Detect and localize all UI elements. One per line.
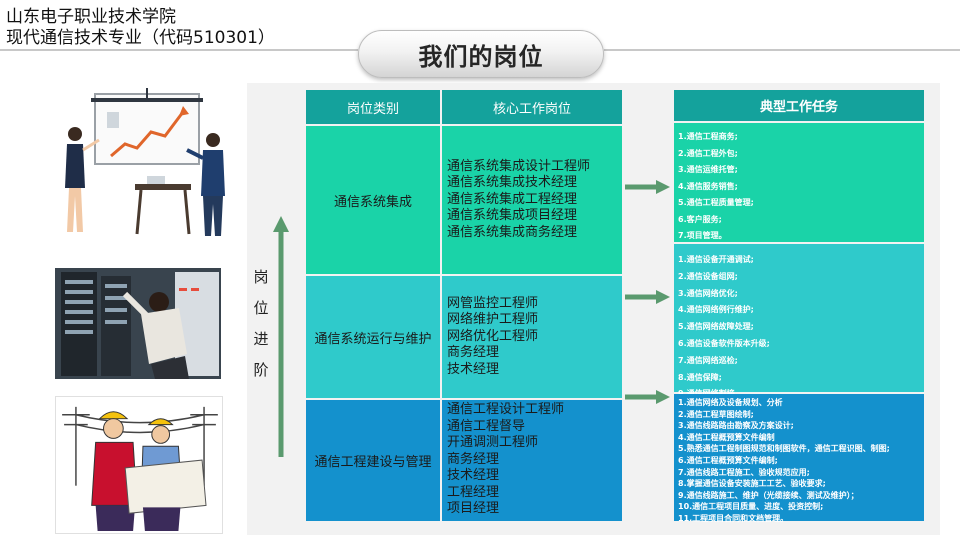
header-divider-left [0, 49, 358, 51]
right-arrow-icon [625, 390, 670, 404]
task-item: 6.通信设备软件版本升级; [678, 338, 770, 348]
task-item: 4.通信工程概预算文件编制 [678, 432, 775, 442]
job-item: 通信系统集成设计工程师 [447, 158, 591, 174]
positions-table: 岗位类别 核心工作岗位 通信系统集成 通信系统集成设计工程师 通信系统集成技术经… [306, 90, 622, 521]
task-item: 9.通信网络割接。 [678, 386, 924, 403]
task-item: 10.通信工程项目质量、进度、投资控制; [678, 502, 824, 512]
right-arrow-icon [625, 180, 670, 194]
job-item: 通信系统集成商务经理 [447, 224, 578, 240]
tasks-header: 典型工作任务 [674, 90, 924, 121]
category-cell: 通信工程建设与管理 [306, 400, 440, 521]
side-label-char: 阶 [253, 361, 269, 379]
task-item: 8.掌握通信设备安装施工工艺、验收要求; [678, 479, 826, 489]
job-item: 通信系统集成工程经理 [447, 191, 578, 207]
header-divider-right [604, 49, 960, 51]
job-item: 网络优化工程师 [447, 328, 539, 344]
task-item: 7.项目管理。 [678, 231, 727, 240]
tasks-group: 1.通信设备开通调试; 2.通信设备组网; 3.通信网络优化; 4.通信网络例行… [674, 244, 924, 398]
category-cell: 通信系统集成 [306, 126, 440, 274]
column-header-core-jobs: 核心工作岗位 [442, 90, 622, 124]
task-item: 9.通信线路施工、维护（光缆接续、测试及维护）； [678, 490, 859, 500]
job-item: 开通调测工程师 [447, 435, 539, 450]
construction-workers-illustration [55, 396, 223, 534]
category-cell: 通信系统运行与维护 [306, 276, 440, 398]
job-item: 通信工程设计工程师 [447, 402, 565, 417]
career-progression-label: 岗 位 进 阶 [252, 262, 270, 386]
job-item: 技术经理 [447, 468, 500, 483]
page-title: 我们的岗位 [358, 30, 604, 78]
side-label-char: 岗 [253, 268, 269, 286]
presentation-illustration [55, 84, 235, 244]
task-item: 1.通信工程商务; [678, 132, 738, 141]
job-item: 网管监控工程师 [447, 295, 539, 311]
major-name: 现代通信技术专业（代码510301） [6, 28, 275, 48]
job-item: 技术经理 [447, 361, 500, 377]
task-item: 2.通信工程外包; [678, 148, 738, 158]
task-item: 3.通信线路路由勘察及方案设计; [678, 421, 794, 431]
job-item: 商务经理 [447, 451, 500, 467]
job-item: 通信系统集成技术经理 [447, 175, 578, 191]
school-name: 山东电子职业技术学院 [6, 7, 176, 27]
task-item: 5.通信网络故障处理; [678, 322, 754, 332]
job-item: 工程经理 [447, 484, 500, 500]
task-item: 5.熟悉通信工程制图规范和制图软件，通信工程识图、制图; [678, 444, 890, 454]
task-item: 7.通信网络巡检; [678, 355, 738, 365]
task-item: 6.客户服务; [678, 214, 722, 224]
task-item: 2.通信设备组网; [678, 271, 738, 281]
jobs-cell: 网管监控工程师 网络维护工程师 网络优化工程师 商务经理 技术经理 [442, 276, 622, 398]
tasks-group: 1.通信工程商务; 2.通信工程外包; 3.通信运维托管; 4.通信服务销售; … [674, 123, 924, 242]
up-arrow-icon [273, 216, 289, 457]
task-item: 3.通信运维托管; [678, 165, 738, 174]
task-item: 2.通信工程草图绘制; [678, 409, 754, 419]
side-label-char: 位 [253, 299, 269, 317]
job-item: 通信系统集成项目经理 [447, 208, 578, 224]
task-item: 11.工程项目合同和文档管理。 [678, 513, 789, 523]
task-item: 1.通信网络及设备规划、分析 [678, 398, 783, 407]
job-item: 网络维护工程师 [447, 312, 539, 328]
task-item: 7.通信线路工程施工、验收规范应用; [678, 467, 810, 477]
server-room-photo [55, 268, 221, 379]
jobs-cell: 通信工程设计工程师 通信工程督导 开通调测工程师 商务经理 技术经理 工程经理 … [442, 400, 622, 521]
jobs-cell: 通信系统集成设计工程师 通信系统集成技术经理 通信系统集成工程经理 通信系统集成… [442, 126, 622, 274]
job-item: 商务经理 [447, 345, 500, 361]
tasks-group: 1.通信网络及设备规划、分析 2.通信工程草图绘制; 3.通信线路路由勘察及方案… [674, 394, 924, 523]
task-item: 5.通信工程质量管理; [678, 198, 754, 207]
job-item: 通信工程督导 [447, 418, 526, 434]
task-item: 4.通信服务销售; [678, 181, 738, 191]
task-item: 8.通信保障; [678, 372, 722, 382]
right-arrow-icon [625, 290, 670, 304]
side-label-char: 进 [253, 330, 269, 348]
task-item: 3.通信网络优化; [678, 288, 738, 298]
task-item: 6.通信工程概预算文件编制; [678, 455, 778, 465]
typical-tasks-table: 典型工作任务 1.通信工程商务; 2.通信工程外包; 3.通信运维托管; 4.通… [674, 90, 924, 523]
task-item: 4.通信网络例行维护; [678, 305, 754, 315]
task-item: 1.通信设备开通调试; [678, 255, 754, 264]
job-item: 项目经理 [447, 501, 500, 516]
column-header-category: 岗位类别 [306, 90, 440, 124]
